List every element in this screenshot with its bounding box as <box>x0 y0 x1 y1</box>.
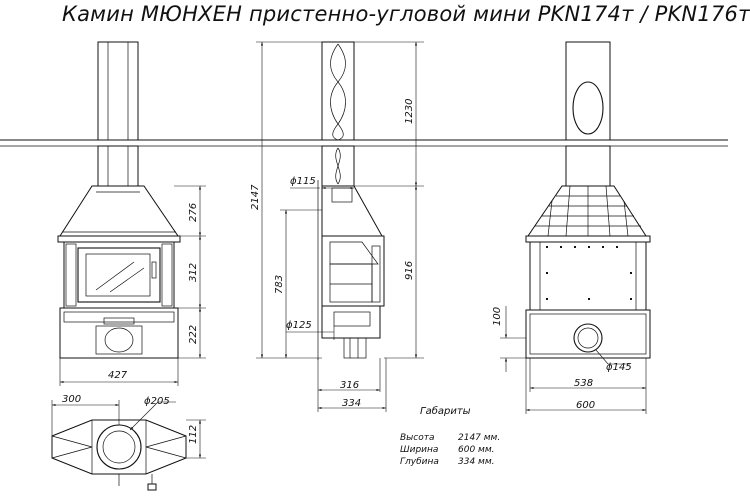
dim-rear-width-total: 600 <box>576 400 595 411</box>
side-view <box>256 41 424 412</box>
dim-side-air-dia: ϕ125 <box>286 320 312 331</box>
spec-depth-label: Глубина <box>400 457 439 467</box>
technical-drawing: 276 312 222 427 300 ϕ205 112 <box>0 41 728 491</box>
dim-hood-height: 276 <box>188 203 199 222</box>
ceiling-line <box>0 139 728 147</box>
dim-side-depth-total: 334 <box>342 398 361 409</box>
spec-depth-value: 334 мм. <box>458 457 494 467</box>
dim-to-outlet: 783 <box>274 275 285 294</box>
dim-body-height: 916 <box>404 261 415 280</box>
dim-rear-width-inner: 538 <box>574 378 593 389</box>
dim-rear-air-height: 100 <box>492 307 503 326</box>
spec-width-value: 600 мм. <box>458 445 494 455</box>
dim-total-height: 2147 <box>250 184 261 210</box>
dim-top-width: 300 <box>62 394 81 405</box>
top-view <box>51 400 206 491</box>
dim-front-width: 427 <box>108 370 128 381</box>
dim-rear-air-dia: ϕ145 <box>606 362 632 373</box>
drawing-title: Камин МЮНХЕН пристенно-угловой мини PKN1… <box>62 2 750 26</box>
dim-base-height: 222 <box>188 325 199 344</box>
front-view <box>57 41 206 386</box>
dim-door-height: 312 <box>188 263 199 282</box>
rear-view <box>500 41 651 414</box>
dim-side-flue-dia: ϕ115 <box>290 176 316 187</box>
dim-side-depth: 316 <box>340 380 359 391</box>
dim-top-flue-dia: ϕ205 <box>144 396 170 407</box>
spec-height-label: Высота <box>400 433 435 443</box>
spec-height-value: 2147 мм. <box>458 433 500 443</box>
specs-heading: Габариты <box>420 405 471 417</box>
dim-upper-chimney: 1230 <box>404 99 415 124</box>
spec-width-label: Ширина <box>400 445 438 455</box>
dim-top-depth: 112 <box>188 425 199 444</box>
